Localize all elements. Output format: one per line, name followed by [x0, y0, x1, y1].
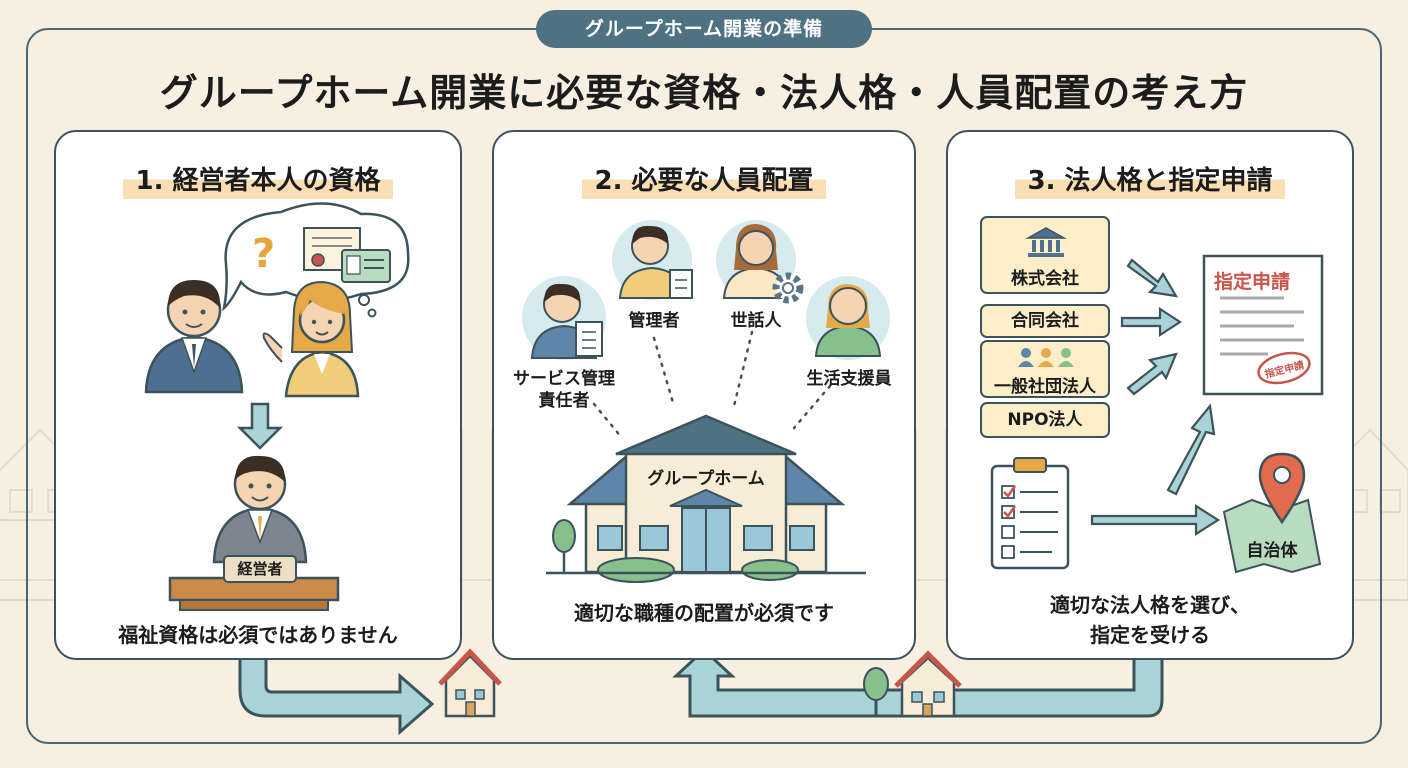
checklist-clipboard-icon [990, 457, 1070, 570]
role-label-caretaker: 世話人 [730, 311, 782, 331]
panel-caption: 適切な法人格を選び、 指定を受ける [1050, 593, 1250, 647]
municipality-map-icon [1222, 452, 1322, 574]
document-title: 指定申請 [1214, 270, 1290, 293]
service-manager-avatar [522, 276, 606, 360]
arrow-down-icon [236, 402, 284, 450]
role-label-service-manager: サービス管理 責任者 [513, 369, 615, 411]
caretaker-avatar [716, 220, 804, 304]
panel-legal-entity: 3. 法人格と指定申請 株式会社 合同会社 一般社団法人 NPO法人 [946, 130, 1354, 660]
people-group-icon [1018, 348, 1074, 367]
entity-box-npo: NPO法人 [980, 402, 1110, 438]
owner-illustration: ? [144, 202, 410, 611]
panel-title: 2. 必要な人員配置 [582, 158, 826, 199]
panel-title: 3. 法人格と指定申請 [1015, 158, 1285, 199]
woman-advisor-avatar [262, 280, 360, 398]
entity-label: NPO法人 [1007, 410, 1083, 430]
panel-title: 1. 経営者本人の資格 [123, 158, 393, 199]
arrow-icon [1090, 503, 1221, 537]
id-card-icon [341, 249, 391, 283]
owner-avatar [212, 455, 308, 564]
location-pin-icon [1258, 452, 1306, 525]
staffing-illustration [522, 220, 890, 583]
entity-box-godo: 合同会社 [980, 304, 1110, 338]
panel-staffing: 2. 必要な人員配置 [492, 130, 916, 660]
arrow-icon [1126, 258, 1179, 298]
question-mark-icon: ? [252, 231, 275, 277]
page-title: グループホーム開業に必要な資格・法人格・人員配置の考え方 [159, 71, 1249, 115]
gear-icon [772, 272, 804, 304]
panel-owner-qualification: 1. 経営者本人の資格 ? [54, 130, 462, 660]
panel-caption: 適切な職種の配置が必須です [574, 601, 834, 625]
municipality-label: 自治体 [1247, 540, 1299, 561]
life-support-avatar [806, 276, 890, 360]
man-advisor-avatar [144, 280, 244, 394]
application-illustration: 指定申請 指定申請 自治体 [990, 254, 1324, 574]
entity-box-ippan-shadan: 一般社団法人 [980, 340, 1110, 398]
entity-label: 株式会社 [1011, 269, 1079, 289]
tree-icon [863, 667, 889, 716]
arrow-icon [1126, 352, 1178, 396]
small-house-icon [438, 648, 502, 718]
bank-building-icon [1025, 227, 1067, 257]
application-document-icon [1202, 254, 1324, 396]
arrow-icon [1166, 403, 1216, 496]
desk-icon [168, 555, 340, 611]
house-label: グループホーム [647, 469, 765, 489]
entity-box-kabushiki: 株式会社 [980, 216, 1110, 294]
group-home-building-icon [546, 414, 866, 583]
owner-nameplate: 経営者 [237, 560, 283, 578]
small-house-icon [894, 650, 962, 718]
panel-caption: 福祉資格は必須ではありません [118, 623, 398, 647]
entity-label: 一般社団法人 [994, 377, 1096, 397]
role-label-life-support: 生活支援員 [806, 369, 892, 389]
arrow-icon [1120, 306, 1183, 338]
manager-avatar [612, 220, 693, 300]
entity-label: 合同会社 [1011, 311, 1079, 331]
header-tag: グループホーム開業の準備 [536, 10, 872, 48]
role-label-manager: 管理者 [628, 311, 680, 331]
